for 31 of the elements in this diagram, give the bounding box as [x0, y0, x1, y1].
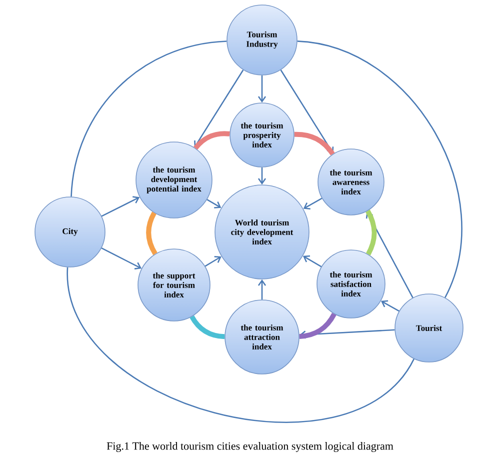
caption: Fig.1 The world tourism cities evaluation system logical diagram — [106, 442, 394, 452]
arc-line — [66, 267, 414, 423]
circle-node: Tourism Industry — [226, 4, 298, 76]
circle-node: the tourism satisfaction index — [316, 250, 386, 318]
arrow — [258, 279, 266, 300]
arrow — [204, 256, 222, 267]
ring-segment — [190, 315, 225, 340]
circle-node: Tourist — [394, 294, 464, 362]
arrow — [101, 248, 142, 270]
arrow — [258, 167, 266, 185]
ring-segment — [366, 210, 377, 256]
arrow — [303, 198, 322, 210]
ring-segment — [146, 212, 158, 256]
arrow — [258, 75, 266, 103]
circle-node: the tourism prosperity index — [230, 102, 294, 168]
arrow — [380, 300, 400, 312]
circle-node: the tourism development potential index — [136, 142, 212, 218]
arrow — [206, 198, 222, 208]
ring-segment — [294, 132, 335, 156]
arrow — [194, 70, 244, 148]
circle-node: the tourism awareness index — [318, 148, 384, 216]
circle-node: the tourism attraction index — [224, 300, 300, 374]
arrow — [101, 196, 140, 217]
circle-node: City — [34, 196, 106, 268]
ring-segment — [194, 131, 230, 150]
arc-line — [297, 40, 462, 298]
arrow — [302, 255, 322, 268]
circle-node: World tourism city development index — [214, 184, 310, 280]
ring-segment — [299, 312, 336, 339]
circle-node: the support for tourism index — [138, 248, 210, 322]
arc-line — [70, 40, 227, 197]
